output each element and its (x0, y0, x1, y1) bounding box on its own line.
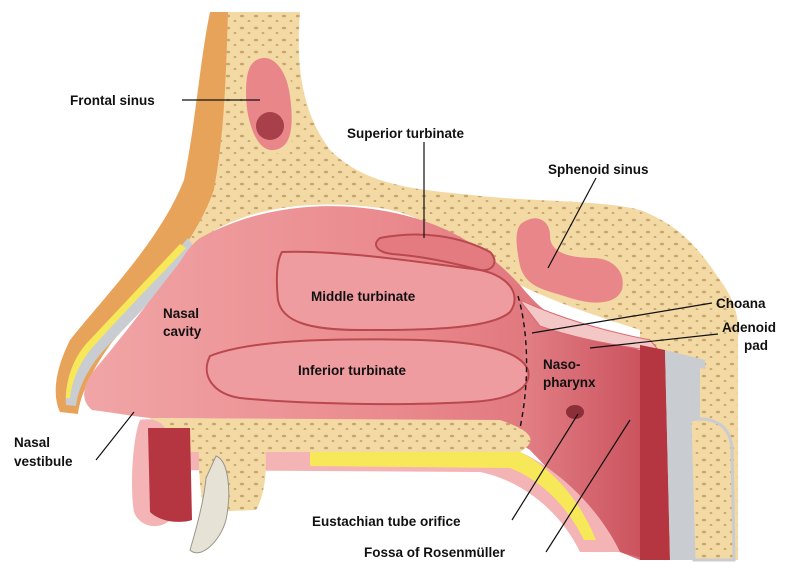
label-fossa-of-rosenmuller: Fossa of Rosenmüller (364, 545, 506, 560)
frontal-sinus-depth (256, 112, 284, 140)
label-nasopharynx-2: pharynx (543, 375, 596, 390)
label-nasal-cavity-2: cavity (163, 324, 202, 339)
label-sphenoid-sinus: Sphenoid sinus (548, 162, 649, 177)
eustachian-orifice-shape (566, 405, 584, 419)
pharyngeal-muscle (640, 345, 670, 560)
nasal-vestibule-leader (96, 412, 134, 460)
label-inferior-turbinate: Inferior turbinate (298, 363, 406, 378)
label-adenoid-pad-1: Adenoid (722, 320, 776, 335)
label-superior-turbinate: Superior turbinate (347, 126, 465, 141)
label-choana: Choana (716, 296, 766, 311)
incisor-tooth (190, 456, 229, 553)
label-middle-turbinate: Middle turbinate (311, 289, 416, 304)
label-nasal-cavity-1: Nasal (163, 306, 199, 321)
label-nasal-vestibule-1: Nasal (14, 435, 50, 450)
label-eustachian-tube-orifice: Eustachian tube orifice (312, 514, 461, 529)
label-adenoid-pad-2: pad (744, 338, 768, 353)
lip-muscle (148, 428, 192, 522)
label-nasal-vestibule-2: vestibule (14, 454, 73, 469)
vertebra-lower (690, 419, 734, 560)
label-nasopharynx-1: Naso- (543, 357, 581, 372)
label-frontal-sinus: Frontal sinus (70, 93, 155, 108)
